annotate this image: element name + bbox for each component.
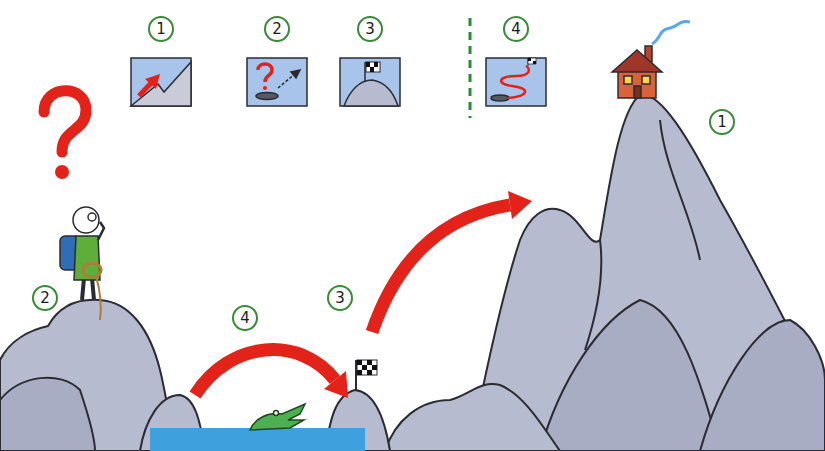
dashed-arrow-head: [291, 70, 300, 78]
window: [624, 76, 632, 84]
separator: [469, 18, 472, 118]
climber: [60, 207, 104, 320]
flag-cloth: [357, 360, 377, 375]
middle-hills: [385, 384, 560, 451]
crocodile-eye: [274, 411, 279, 416]
flag-squares: [366, 62, 378, 72]
question-curve: [44, 91, 86, 152]
arrow-head: [324, 371, 348, 398]
arm: [98, 222, 104, 240]
legs: [82, 278, 94, 300]
step-number: 2: [264, 16, 290, 42]
step-panel: 3: [340, 16, 400, 106]
callout-number: 4: [232, 305, 258, 331]
panel: [247, 58, 307, 106]
foothill: [540, 300, 720, 451]
foothill: [700, 320, 825, 451]
flag-square: [362, 365, 367, 370]
crocodile-body: [250, 404, 305, 430]
curved-arrow: [372, 205, 510, 332]
summit-rock: [344, 80, 398, 106]
panel: [340, 58, 400, 106]
head: [73, 207, 99, 233]
up-arrow: [139, 82, 152, 96]
water: [150, 428, 365, 451]
callout-number: 3: [327, 285, 353, 311]
house-wall: [618, 70, 656, 98]
red-arrows: [195, 191, 532, 398]
slope: [131, 62, 191, 106]
left-rock: [0, 378, 95, 451]
step-number: 4: [503, 16, 529, 42]
rope-end: [96, 276, 101, 320]
flag-square: [357, 370, 362, 375]
flag-square: [367, 360, 372, 365]
flag-square: [367, 370, 372, 375]
curved-arrow: [195, 350, 335, 395]
hole: [491, 95, 509, 101]
question-mark: [44, 91, 86, 179]
rope: [83, 263, 101, 277]
big-mountain: [470, 95, 825, 451]
flag-cloth: [366, 62, 380, 72]
question-dot: [55, 165, 69, 179]
up-arrow-head: [145, 74, 160, 89]
callout-number: 1: [709, 109, 735, 135]
coat: [74, 236, 100, 280]
step-panel: 1: [131, 16, 191, 106]
house: [612, 22, 690, 98]
small-question: [258, 64, 272, 82]
panel: [131, 58, 191, 106]
ridge-line: [660, 120, 700, 260]
crocodile: [250, 404, 305, 430]
mountains: [0, 95, 825, 451]
step-number: 1: [148, 16, 174, 42]
step-panel: 4: [486, 16, 546, 106]
checkered-flag: [357, 360, 377, 375]
glasses: [88, 213, 96, 221]
window: [642, 76, 650, 84]
callout-number: 2: [32, 285, 58, 311]
small-question-dot: [263, 86, 267, 90]
step-number: 3: [357, 16, 383, 42]
door: [634, 86, 641, 98]
roof: [612, 50, 662, 72]
flag-square: [357, 360, 362, 365]
panel: [486, 58, 546, 106]
step-panel: 2: [247, 16, 307, 106]
arrow-head: [508, 191, 532, 219]
flag-cloth: [528, 58, 536, 64]
panel-icons: [131, 58, 546, 106]
winding-path: [501, 66, 529, 98]
flag-square: [372, 365, 377, 370]
hole: [256, 93, 278, 100]
flag-squares: [528, 58, 536, 64]
smoke: [652, 22, 690, 44]
